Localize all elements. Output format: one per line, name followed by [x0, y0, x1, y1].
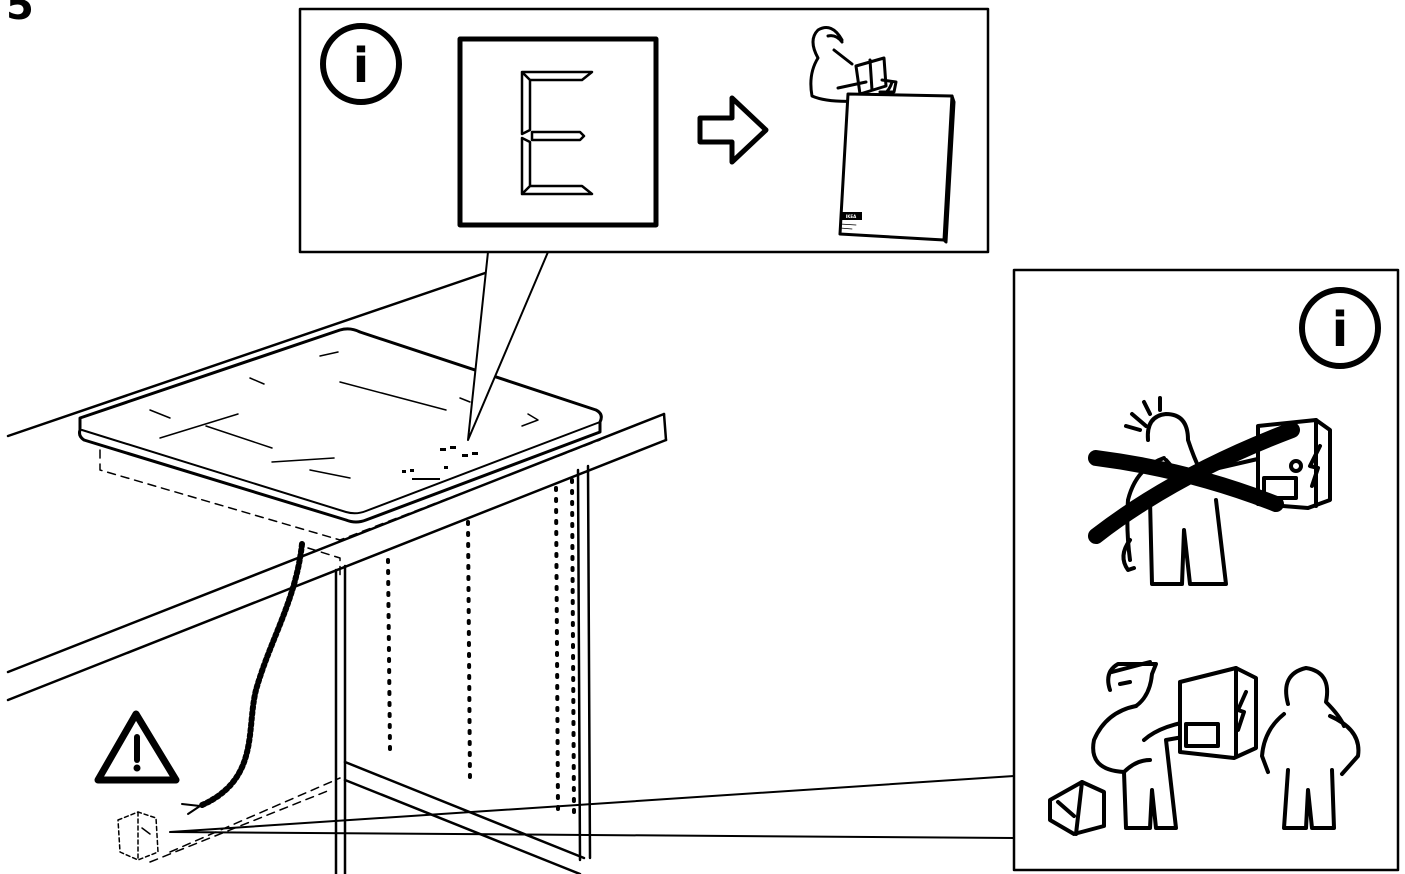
info-glyph: i: [353, 38, 369, 94]
no-self-installation-icon: [1088, 396, 1332, 586]
induction-hob: [78, 327, 603, 524]
info-icon: i: [320, 23, 402, 105]
outline-right-arrow-icon: [697, 95, 769, 165]
step-number: 5: [6, 0, 34, 29]
top-callout: i E IKEA: [298, 7, 990, 441]
cooking-zone-markers: [149, 351, 539, 479]
electrician-installation-icon: [1048, 660, 1361, 836]
reading-figure-icon: [809, 26, 898, 103]
power-cable: [181, 541, 305, 815]
warning-triangle-icon: [94, 710, 180, 784]
countertop-and-cabinet: [6, 270, 668, 874]
right-callout: i: [169, 268, 1400, 872]
error-display-panel: E: [457, 36, 659, 235]
manual-document-icon: IKEA: [838, 92, 956, 244]
wall-socket-icon: [117, 811, 159, 861]
control-panel-dots: [402, 446, 478, 480]
info-icon: i: [1299, 287, 1381, 369]
info-glyph: i: [1332, 302, 1348, 358]
display-code-text: E: [558, 233, 559, 235]
manual-brand-text: IKEA: [846, 214, 857, 219]
